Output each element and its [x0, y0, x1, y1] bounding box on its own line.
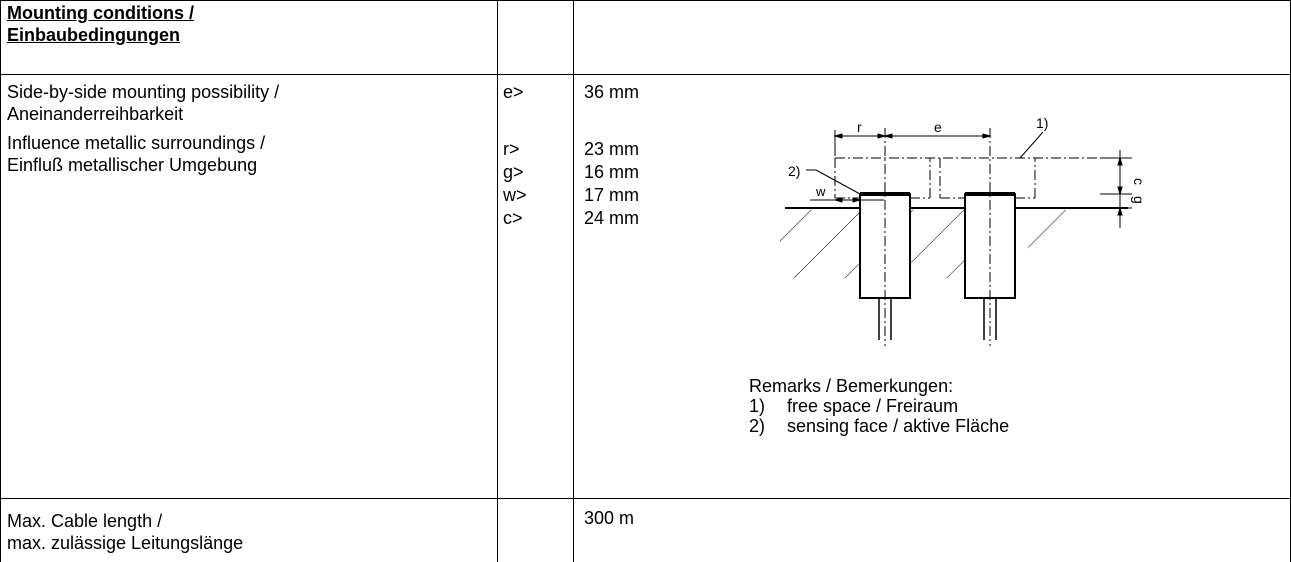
cable-length-value: 300 m [584, 508, 635, 528]
cable-length-label-de: max. zulässige Leitungslänge [7, 533, 244, 553]
note2-label: 2) [788, 163, 800, 179]
remark-text: sensing face / aktive Fläche [787, 416, 1010, 436]
label-g: g [1131, 196, 1147, 204]
remarks-title: Remarks / Bemerkungen: [749, 376, 954, 396]
cable-length-label-en: Max. Cable length / [7, 511, 163, 531]
symbol-r: r> [503, 139, 520, 159]
table-divider-col2 [573, 0, 574, 562]
symbol-w: w> [503, 185, 527, 205]
table-divider-col1 [497, 0, 498, 562]
symbol-c: c> [503, 208, 523, 228]
table-row-divider-2 [0, 498, 1291, 499]
symbol-e: e> [503, 82, 524, 102]
remarks-block: Remarks / Bemerkungen: 1) free space / F… [749, 376, 1009, 436]
dimension-g [1100, 194, 1132, 228]
table-border-top [0, 0, 1291, 1]
symbol-g: g> [503, 162, 524, 182]
remark-item: 2) sensing face / aktive Fläche [749, 416, 1009, 436]
table-border-left [0, 0, 1, 562]
value-e: 36 mm [584, 82, 640, 102]
label-e: e [934, 119, 942, 135]
dimension-c [1100, 150, 1132, 196]
remark-number: 1) [749, 396, 766, 416]
dimension-w [810, 197, 884, 203]
note1-leader [1019, 131, 1044, 159]
side-by-side-label-en: Side-by-side mounting possibility / [7, 82, 280, 102]
value-r: 23 mm [584, 139, 640, 159]
remark-number: 2) [749, 416, 766, 436]
influence-label-de: Einfluß metallischer Umgebung [7, 155, 258, 175]
dimension-r [833, 130, 887, 156]
influence-label-en: Influence metallic surroundings / [7, 133, 266, 153]
dimension-e [883, 133, 992, 139]
value-g: 16 mm [584, 162, 640, 182]
header-title-line1: Mounting conditions / [7, 3, 194, 23]
value-c: 24 mm [584, 208, 640, 228]
label-r: r [857, 119, 862, 135]
table-row-divider-1 [0, 74, 1291, 75]
note1-label: 1) [1036, 115, 1048, 131]
value-w: 17 mm [584, 185, 640, 205]
label-c: c [1131, 178, 1147, 185]
free-space-outline [834, 157, 1115, 199]
remark-text: free space / Freiraum [787, 396, 959, 416]
mounting-diagram: r e 1) 2) w c g [780, 115, 1147, 346]
label-w: w [815, 184, 826, 199]
header-title-line2: Einbaubedingungen [7, 25, 180, 45]
side-by-side-label-de: Aneinanderreihbarkeit [7, 104, 184, 124]
ground-hatch [780, 210, 1075, 278]
remark-item: 1) free space / Freiraum [749, 396, 1009, 416]
